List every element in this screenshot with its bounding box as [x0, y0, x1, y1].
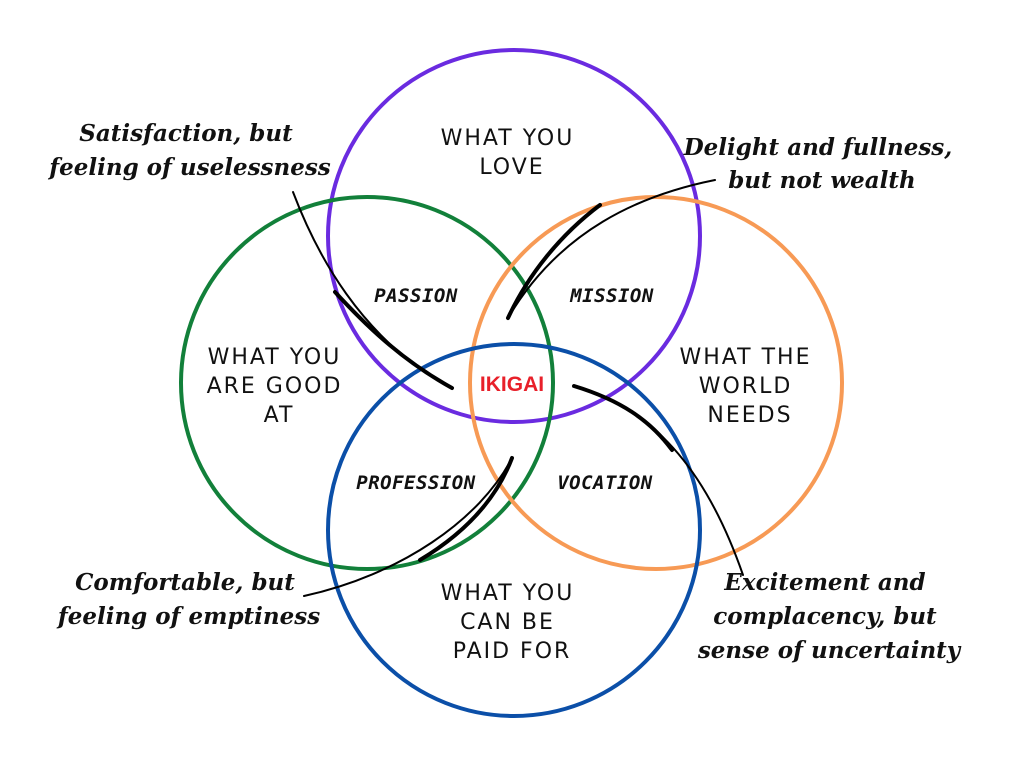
label-mission: MISSION — [569, 285, 654, 307]
label-passion: PASSION — [374, 285, 458, 307]
callout-top-right: Delight and fullness, but not wealth — [683, 134, 961, 194]
circle-what-you-can-be-paid-for — [326, 342, 702, 718]
callout-bottom-right: Excitement and complacency, but sense of… — [697, 569, 962, 664]
pointer-top-right-thick — [506, 203, 602, 320]
label-what-the-world-needs: WHAT THE WORLD NEEDS — [680, 345, 821, 428]
callout-bottom-left: Comfortable, but feeling of emptiness — [56, 569, 320, 630]
label-profession: PROFESSION — [356, 472, 475, 494]
pointer-bottom-right-thick — [572, 384, 674, 452]
pointer-bottom-left-thick — [418, 456, 514, 562]
label-vocation: VOCATION — [557, 472, 653, 494]
circle-what-you-are-good-at — [179, 195, 555, 571]
pointer-top-right — [507, 179, 716, 319]
label-what-you-can-be-paid-for: WHAT YOU CAN BE PAID FOR — [441, 581, 584, 664]
label-what-you-are-good-at: WHAT YOU ARE GOOD AT — [207, 345, 352, 428]
circle-what-you-love — [326, 48, 702, 424]
label-ikigai: IKIGAI — [480, 373, 544, 396]
pointer-top-left-thick — [333, 290, 454, 390]
pointer-bottom-left — [303, 457, 513, 597]
callout-top-left: Satisfaction, but feeling of uselessness — [47, 120, 331, 181]
label-what-you-love: WHAT YOU LOVE — [441, 126, 584, 180]
